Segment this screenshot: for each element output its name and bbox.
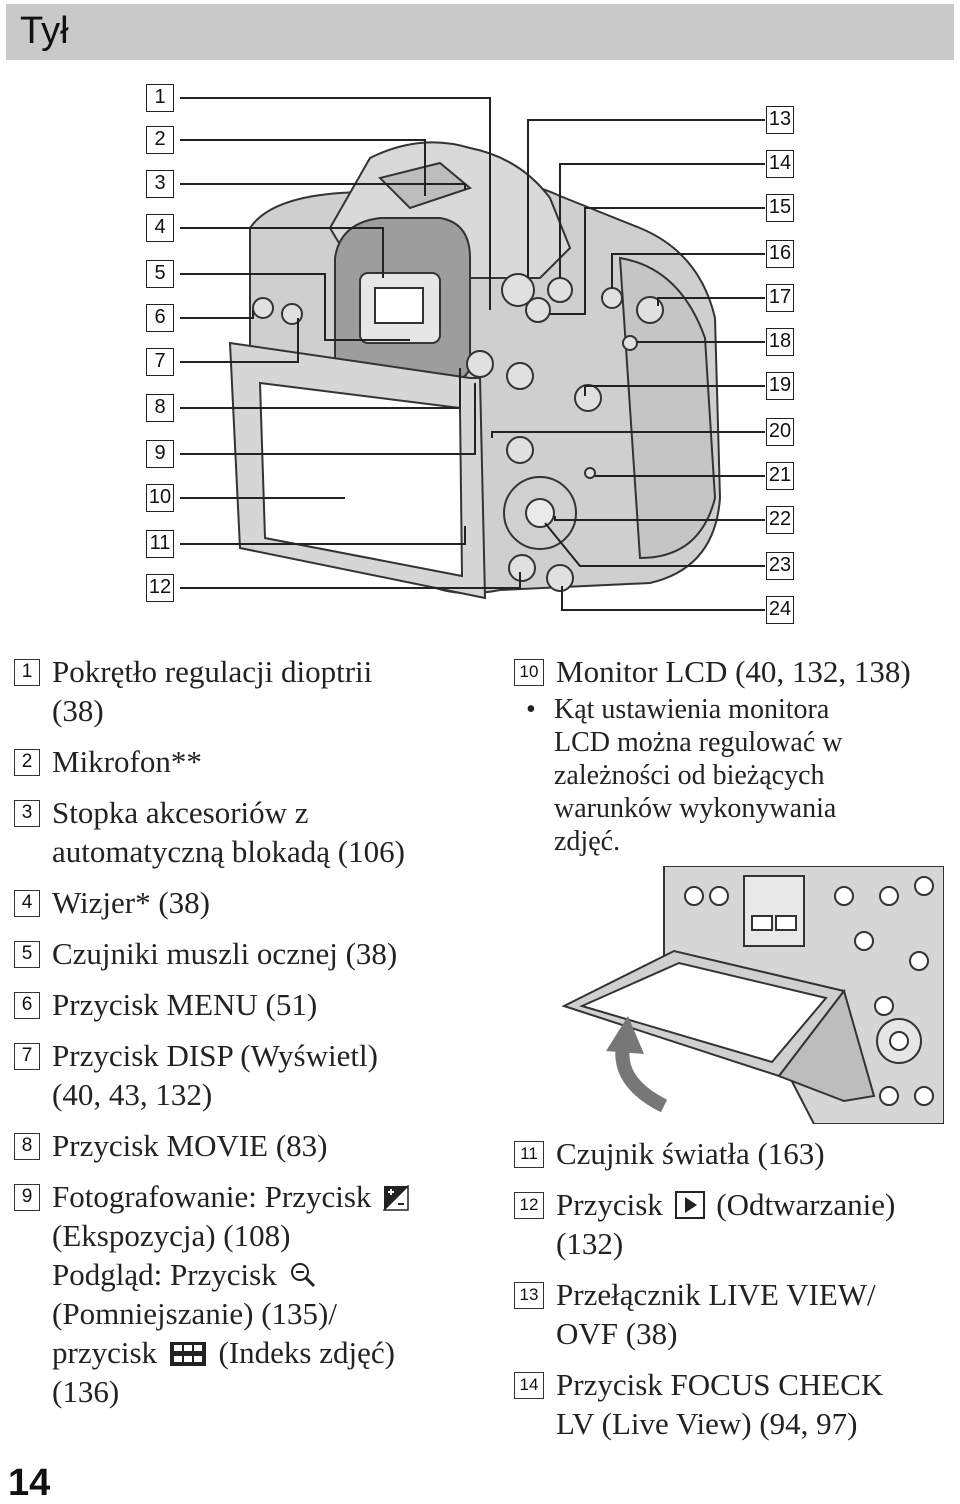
callout-13: 13 bbox=[766, 106, 794, 134]
item-number: 8 bbox=[14, 1133, 40, 1160]
item-text: Podgląd: Przycisk bbox=[52, 1257, 277, 1292]
item-text: automatyczną blokadą (106) bbox=[52, 834, 405, 869]
item-text: Stopka akcesoriów z bbox=[52, 795, 309, 830]
item-number: 9 bbox=[14, 1184, 40, 1211]
item-text: (Indeks zdjęć) bbox=[218, 1335, 395, 1370]
callout-11: 11 bbox=[146, 530, 174, 558]
item-text: OVF (38) bbox=[556, 1316, 678, 1351]
item-text: Czujniki muszli ocznej (38) bbox=[52, 936, 398, 971]
item-number: 2 bbox=[14, 749, 40, 776]
list-item-14: 14 Przycisk FOCUS CHECK LV (Live View) (9… bbox=[514, 1365, 954, 1443]
image-index-icon bbox=[169, 1342, 206, 1366]
item-number: 3 bbox=[14, 800, 40, 827]
list-item-10: 10 Monitor LCD (40, 132, 138) bbox=[514, 652, 954, 691]
bullet-text: zdjęć. bbox=[554, 826, 621, 857]
item-number: 7 bbox=[14, 1043, 40, 1070]
bullet-text: LCD można regulować w bbox=[554, 727, 843, 758]
list-item-13: 13 Przełącznik LIVE VIEW/OVF (38) bbox=[514, 1275, 954, 1353]
callout-6: 6 bbox=[146, 304, 174, 332]
callout-10: 10 bbox=[146, 484, 174, 512]
callout-21: 21 bbox=[766, 462, 794, 490]
bullet-dot: • bbox=[526, 694, 536, 725]
item-number: 14 bbox=[514, 1372, 544, 1399]
item-text: Przycisk FOCUS CHECK bbox=[556, 1367, 884, 1402]
callout-22: 22 bbox=[766, 506, 794, 534]
callout-19: 19 bbox=[766, 372, 794, 400]
lcd-tilt-illustration bbox=[544, 866, 960, 1124]
item-text: Czujnik światła (163) bbox=[556, 1136, 825, 1171]
callout-20: 20 bbox=[766, 418, 794, 446]
camera-back-diagram: 1 2 3 4 5 6 7 8 9 10 11 12 13 14 15 16 1… bbox=[140, 78, 820, 638]
item-number: 10 bbox=[514, 659, 544, 686]
item-text: Mikrofon** bbox=[52, 744, 202, 779]
callout-9: 9 bbox=[146, 440, 174, 468]
item-number: 11 bbox=[514, 1141, 544, 1168]
list-item-11: 11 Czujnik światła (163) bbox=[514, 1134, 954, 1173]
left-column: 1 Pokrętło regulacji dioptrii (38) 2 Mikr… bbox=[14, 652, 490, 1423]
callout-5: 5 bbox=[146, 260, 174, 288]
item-text: Przycisk MOVIE (83) bbox=[52, 1128, 328, 1163]
item-text: Przełącznik LIVE VIEW/ bbox=[556, 1277, 876, 1312]
callout-1: 1 bbox=[146, 84, 174, 112]
list-item-9: 9 Fotografowanie: Przycisk (Ekspozycja) … bbox=[14, 1177, 490, 1411]
item-text: Przycisk DISP (Wyświetl) bbox=[52, 1038, 378, 1073]
item-text: Przycisk MENU (51) bbox=[52, 987, 318, 1022]
item-number: 1 bbox=[14, 659, 40, 686]
item-text: przycisk bbox=[52, 1335, 158, 1370]
callout-23: 23 bbox=[766, 552, 794, 580]
callout-12: 12 bbox=[146, 574, 174, 602]
callout-18: 18 bbox=[766, 328, 794, 356]
bullet-text: zależności od bieżących bbox=[554, 760, 825, 791]
callout-24: 24 bbox=[766, 596, 794, 624]
playback-icon bbox=[674, 1191, 705, 1219]
bullet-note: • Kąt ustawienia monitora LCD można regu… bbox=[514, 693, 954, 858]
list-item: 2 Mikrofon** bbox=[14, 742, 490, 781]
callout-14: 14 bbox=[766, 150, 794, 178]
list-item: 1 Pokrętło regulacji dioptrii (38) bbox=[14, 652, 490, 730]
item-number: 5 bbox=[14, 941, 40, 968]
callout-16: 16 bbox=[766, 240, 794, 268]
item-text: (Pomniejszanie) (135)/ bbox=[52, 1296, 337, 1331]
right-column: 10 Monitor LCD (40, 132, 138) • Kąt usta… bbox=[514, 652, 954, 1455]
item-text: Przycisk bbox=[556, 1187, 663, 1222]
item-text: (38) bbox=[52, 693, 104, 728]
item-text: Monitor LCD (40, 132, 138) bbox=[556, 654, 911, 689]
item-text: (Odtwarzanie) bbox=[716, 1187, 896, 1222]
callout-2: 2 bbox=[146, 126, 174, 154]
list-item: 4 Wizjer* (38) bbox=[14, 883, 490, 922]
section-title: Tył bbox=[20, 10, 69, 52]
zoom-out-icon bbox=[290, 1263, 315, 1288]
item-text: (40, 43, 132) bbox=[52, 1077, 213, 1112]
item-text: Pokrętło regulacji dioptrii bbox=[52, 654, 373, 689]
camera-back-illustration bbox=[180, 97, 765, 611]
section-header: Tył bbox=[6, 4, 954, 60]
item-number: 4 bbox=[14, 890, 40, 917]
callout-7: 7 bbox=[146, 348, 174, 376]
item-number: 13 bbox=[514, 1282, 544, 1309]
item-text: Fotografowanie: Przycisk bbox=[52, 1179, 372, 1214]
lcd-tilt-figure bbox=[561, 866, 944, 1124]
list-item: 8 Przycisk MOVIE (83) bbox=[14, 1126, 490, 1165]
list-item: 7 Przycisk DISP (Wyświetl) (40, 43, 132) bbox=[14, 1036, 490, 1114]
item-text: (132) bbox=[556, 1226, 624, 1261]
item-text: LV (Live View) (94, 97) bbox=[556, 1406, 858, 1441]
callout-3: 3 bbox=[146, 170, 174, 198]
list-item: 6 Przycisk MENU (51) bbox=[14, 985, 490, 1024]
callout-8: 8 bbox=[146, 394, 174, 422]
list-item: 3 Stopka akcesoriów z automatyczną blokad… bbox=[14, 793, 490, 871]
item-number: 12 bbox=[514, 1192, 544, 1219]
item-number: 6 bbox=[14, 992, 40, 1019]
bullet-text: Kąt ustawienia monitora bbox=[554, 694, 830, 725]
list-item: 5 Czujniki muszli ocznej (38) bbox=[14, 934, 490, 973]
item-text: Wizjer* (38) bbox=[52, 885, 210, 920]
exposure-icon bbox=[383, 1185, 409, 1211]
list-item-12: 12 Przycisk (Odtwarzanie) (132) bbox=[514, 1185, 954, 1263]
page-number: 14 bbox=[8, 1462, 51, 1504]
bullet-text: warunków wykonywania bbox=[554, 793, 837, 824]
callout-15: 15 bbox=[766, 194, 794, 222]
callout-17: 17 bbox=[766, 284, 794, 312]
callout-4: 4 bbox=[146, 214, 174, 242]
item-text: (Ekspozycja) (108) bbox=[52, 1218, 291, 1253]
item-text: (136) bbox=[52, 1374, 120, 1409]
